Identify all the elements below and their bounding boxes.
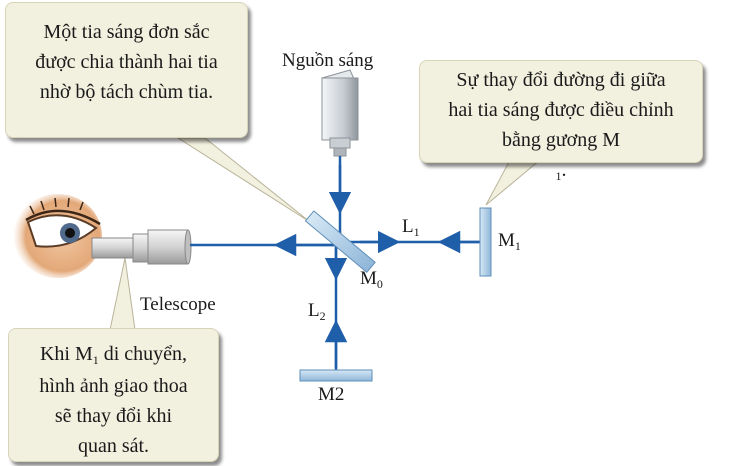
callout-tail-interference (109, 257, 136, 331)
light-beams (190, 156, 480, 370)
eye-icon (14, 194, 102, 278)
label-l2: L2 (308, 300, 326, 323)
beam-splitter-m0 (304, 210, 376, 274)
callout-line: hình ảnh giao thoa (39, 375, 188, 397)
callout-line: Khi M1 di chuyển, (39, 343, 188, 367)
callout-line: Một tia sáng đơn sắc (43, 21, 210, 43)
callout-line: Sự thay đổi đường đi giữa (456, 69, 666, 91)
mirror-m1 (479, 207, 492, 277)
callout-line: sẽ thay đổi khi (54, 405, 173, 427)
callout-line: quan sát. (77, 435, 150, 457)
callout-interference: Khi M1 di chuyển, hình ảnh giao thoa sẽ … (8, 328, 219, 462)
callout-path-adjust: Sự thay đổi đường đi giữa hai tia sáng đ… (419, 60, 703, 183)
label-l1: L1 (402, 216, 420, 239)
callout-line: hai tia sáng được điều chỉnh (448, 99, 674, 121)
label-telescope: Telescope (140, 294, 216, 315)
callout-beam-split: Một tia sáng đơn sắc được chia thành hai… (5, 2, 248, 138)
callout-tail-beam-split (176, 137, 311, 223)
label-m2: M2 (318, 384, 345, 405)
callout-line: được chia thành hai tia (35, 51, 218, 73)
light-source (321, 69, 359, 157)
label-m1: M1 (498, 230, 521, 253)
label-m0: M0 (360, 268, 383, 291)
label-light-source: Nguồn sáng (282, 50, 374, 71)
mirror-m2 (299, 369, 373, 382)
telescope (91, 229, 192, 265)
callout-line: nhờ bộ tách chùm tia. (39, 81, 214, 103)
